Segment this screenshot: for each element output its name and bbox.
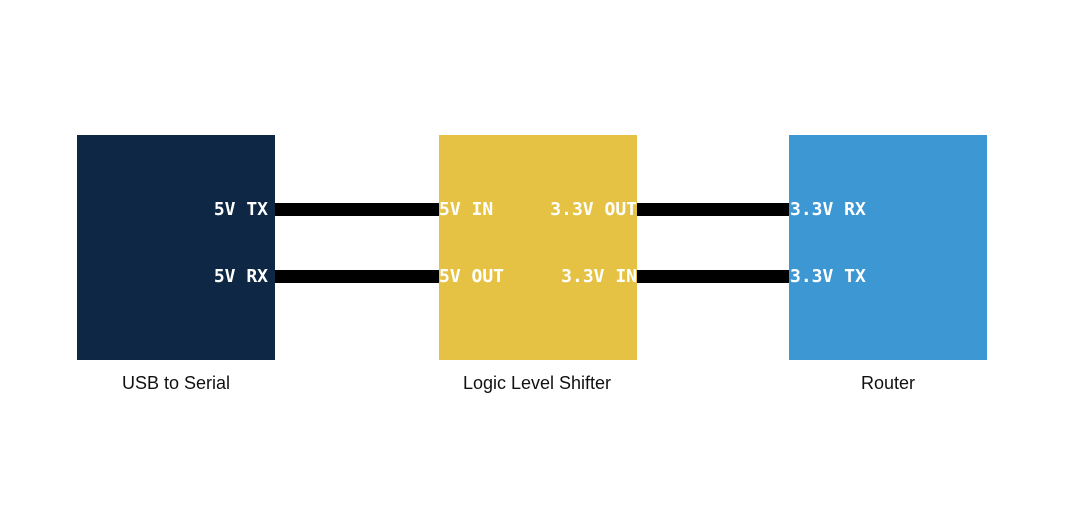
wire-shifter-out-to-usb-rx [275, 270, 439, 283]
shifter-5v-out-pin-label: 5V OUT [439, 266, 505, 287]
wire-usb-tx-to-shifter-in [275, 203, 439, 216]
router-rx-pin-label: 3.3V RX [790, 199, 866, 220]
wire-router-tx-to-shifter-in [637, 270, 789, 283]
usb-rx-pin-label: 5V RX [213, 266, 268, 287]
shifter-3v3-out-pin-label: 3.3V OUT [550, 199, 637, 220]
usb-to-serial-block [77, 135, 275, 360]
logic-level-shifter-block [439, 135, 637, 360]
shifter-3v3-in-pin-label: 3.3V IN [561, 266, 637, 287]
usb-to-serial-caption: USB to Serial [121, 373, 231, 393]
logic-level-shifter-caption: Logic Level Shifter [462, 373, 612, 393]
router-block [789, 135, 987, 360]
wire-shifter-out-to-router-rx [637, 203, 789, 216]
usb-tx-pin-label: 5V TX [213, 199, 268, 220]
router-tx-pin-label: 3.3V TX [790, 266, 866, 287]
router-caption: Router [860, 373, 916, 393]
shifter-5v-in-pin-label: 5V IN [439, 199, 494, 220]
